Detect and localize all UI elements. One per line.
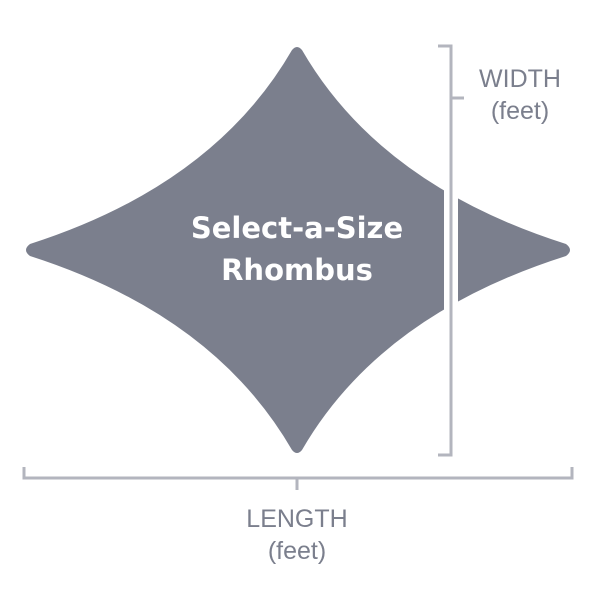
length-bracket [22,467,574,490]
width-label-group: WIDTH (feet) [455,63,585,127]
length-unit: (feet) [267,537,327,565]
width-unit: (feet) [490,97,550,125]
shape-title-line1: Select-a-Size [190,211,404,245]
width-bracket [438,44,464,457]
rhombus-shape [26,47,570,453]
shape-title: Select-a-Size Rhombus [147,207,447,291]
width-label: WIDTH [479,65,561,93]
shape-title-line2: Rhombus [221,253,373,287]
length-label-group: LENGTH (feet) [222,503,372,567]
length-label: LENGTH [246,505,348,533]
